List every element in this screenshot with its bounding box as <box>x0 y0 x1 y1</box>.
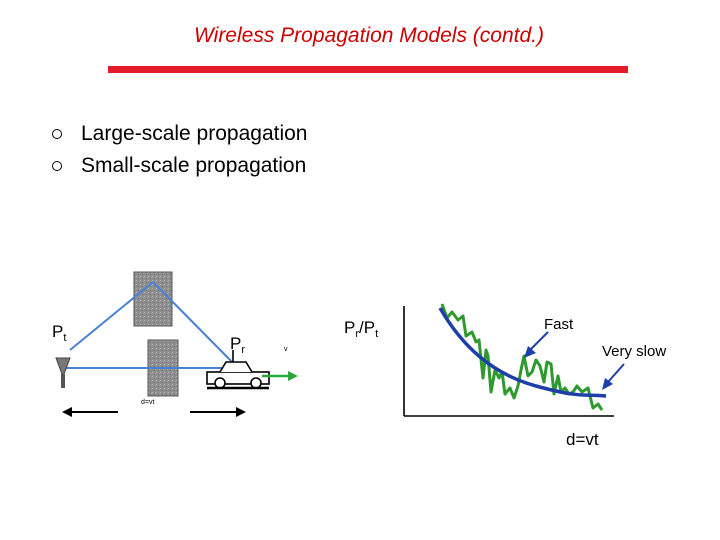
velocity-arrow <box>262 371 298 381</box>
pr-main: P <box>230 334 242 353</box>
fast-label: Fast <box>544 316 574 333</box>
plot-ylabel: Pr/Pt <box>344 318 379 340</box>
title-underline <box>108 66 628 73</box>
building-tall-icon <box>133 271 173 327</box>
slow-fading-curve <box>438 307 607 398</box>
ylabel-p1: P <box>344 318 356 337</box>
ylabel-s2: t <box>375 328 379 340</box>
bullet-icon <box>52 129 62 139</box>
slow-pointer-arrow <box>602 363 625 390</box>
bullet-text: Large-scale propagation <box>81 122 308 145</box>
plot-axes <box>403 306 614 417</box>
velocity-label: v <box>284 346 288 353</box>
antenna-icon <box>55 357 71 388</box>
plot-xlabel: d=vt <box>566 430 599 449</box>
reflected-ray-down <box>152 281 239 369</box>
pt-sub: t <box>63 332 67 344</box>
reflected-ray-up <box>69 281 154 351</box>
pr-sub: r <box>241 344 246 356</box>
bullet-icon <box>52 161 62 171</box>
very-slow-label: Very slow <box>602 343 667 360</box>
ylabel-s1: r <box>355 328 360 340</box>
car-icon <box>206 350 270 390</box>
bullet-item: Large-scale propagation <box>52 118 308 150</box>
bullet-text: Small-scale propagation <box>81 154 307 177</box>
distance-arrow-right <box>190 407 246 417</box>
bullet-item: Small-scale propagation <box>52 150 308 182</box>
ylabel-mid: /P <box>359 318 376 337</box>
pt-main: P <box>52 322 64 341</box>
receive-power-label: Pr <box>230 334 246 356</box>
bullet-list: Large-scale propagation Small-scale prop… <box>52 118 308 182</box>
fast-pointer-arrow <box>524 331 549 358</box>
distance-label-small: d=vt <box>141 399 155 406</box>
distance-arrow-left <box>62 407 118 417</box>
transmit-power-label: Pt <box>52 322 67 344</box>
slide-title: Wireless Propagation Models (contd.) <box>194 24 544 47</box>
